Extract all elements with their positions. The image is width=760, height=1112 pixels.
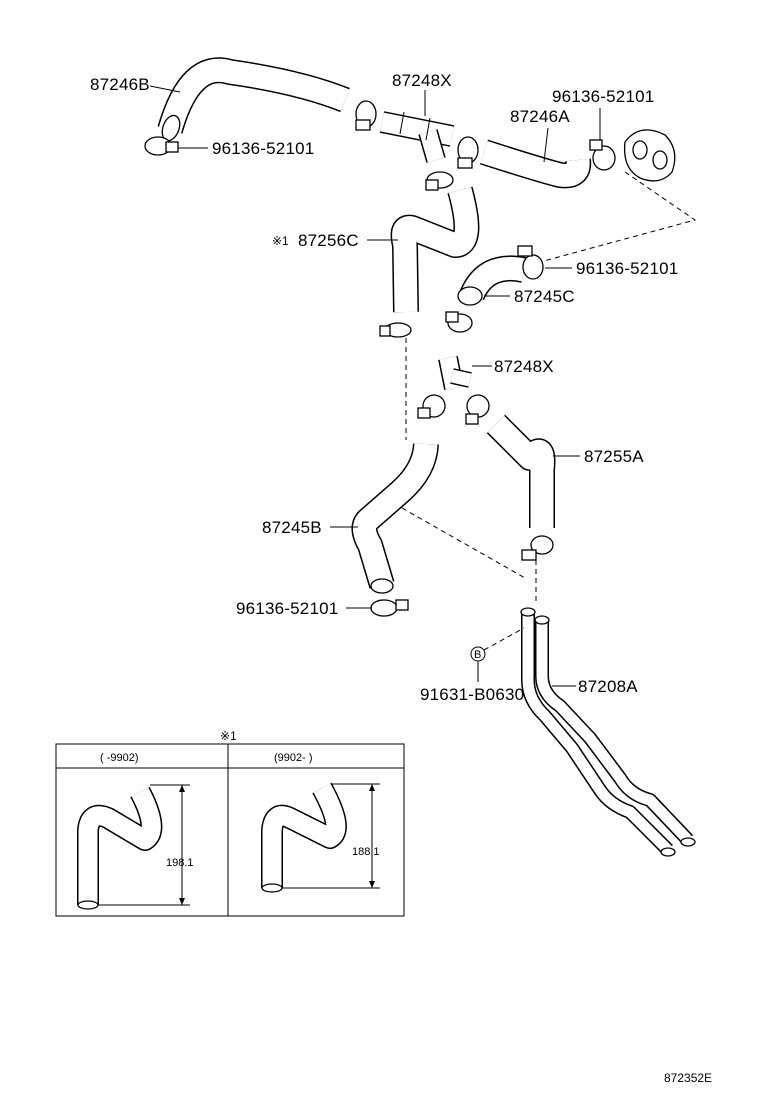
hose-87245B [330,442,439,594]
clamp-mid-b [445,311,473,333]
bolt-91631 [470,627,525,682]
clamp-mid-c [417,394,446,419]
label-clamp-mid: 96136-52101 [576,259,678,278]
clamp-mid-d [465,394,490,425]
hose-87246B [157,57,350,142]
dash-line-diagonal [401,507,526,579]
clamp-mid-a [379,322,412,338]
label-clamp-top-left: 96136-52101 [212,139,314,158]
inset-title: ※1 [220,729,237,743]
inset-right-header: (9902- ) [274,752,313,764]
hose-87256C [367,186,480,313]
label-87246A: 87246A [510,107,570,126]
label-87208A: 87208A [578,677,638,696]
joint-87248X-top [379,90,455,163]
hose-87245C [457,255,527,306]
label-87256C: 87256C [298,231,359,250]
label-87245B: 87245B [262,518,322,537]
note-mark: ※1 [272,234,289,248]
label-clamp-bottom: 96136-52101 [236,599,338,618]
clamp-mid [517,245,572,280]
label-91631: 91631-B0630 [420,685,524,704]
hose-87246A [480,127,592,189]
dash-line-flange [539,171,697,263]
inset-left-header: ( -9902) [100,752,139,764]
clamp-top-right [589,108,616,171]
clamp-bottom [346,599,409,617]
clamp-lower-right [521,535,554,561]
clamp-top-a [355,100,377,131]
label-87245C: 87245C [514,287,575,306]
inset-right-hose: 188.1 [261,782,380,893]
clamp-top-left [144,136,208,156]
inset-table: ※1 ( -9902) (9902- ) 198.1 [55,729,405,917]
diagram-code: 872352E [664,1071,712,1085]
hose-87255A [486,414,580,528]
inset-left-dimension: 198.1 [166,857,194,869]
label-87255A: 87255A [584,447,644,466]
label-clamp-top-right: 96136-52101 [552,87,654,106]
clamp-top-c [425,171,454,191]
heater-valve-flange [623,129,676,182]
joint-87248X-mid [438,356,492,390]
bolt-circle-letter: B [474,649,481,661]
label-87248X-top: 87248X [392,71,452,90]
pipe-87208A [520,607,696,857]
label-87246B: 87246B [90,75,150,94]
label-87248X-mid: 87248X [494,357,554,376]
clamp-top-b [457,136,479,169]
inset-left-hose: 198.1 [77,784,194,910]
inset-right-dimension: 188.1 [352,846,380,858]
